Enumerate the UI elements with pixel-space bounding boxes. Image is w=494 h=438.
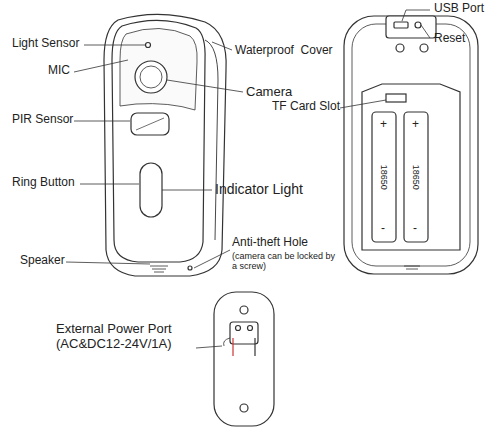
leader-line — [196, 346, 222, 348]
reset-hole — [415, 22, 421, 28]
part-label: USB Port — [434, 2, 484, 16]
part-label: TF Card Slot — [272, 100, 340, 114]
pir-window — [131, 113, 169, 135]
tf-card-slot — [386, 94, 406, 102]
screw-hole — [240, 404, 248, 412]
speaker-grille — [404, 266, 420, 269]
part-label: Ring Button — [12, 176, 75, 190]
part-label: Speaker — [20, 254, 65, 268]
leader-line — [224, 338, 230, 346]
power-terminal — [230, 322, 258, 344]
part-label: Reset — [434, 32, 465, 46]
part-label: Camera — [246, 85, 292, 100]
polarity-mark: + — [380, 118, 387, 132]
camera-ring — [140, 66, 162, 88]
part-label: External Power Port (AC&DC12-24V/1A) — [56, 322, 196, 352]
polarity-mark: + — [412, 118, 419, 132]
light-sensor — [146, 43, 151, 48]
cover-edge — [205, 40, 218, 240]
pir-shine — [136, 118, 164, 130]
screw-hole — [240, 306, 248, 314]
leader-lines — [340, 10, 430, 108]
speaker-grille — [150, 266, 168, 272]
part-label: Waterproof Cover — [235, 44, 333, 58]
polarity-mark: - — [381, 222, 385, 236]
ring-button — [140, 163, 162, 217]
terminal-screw — [236, 326, 241, 331]
polarity-mark: - — [413, 222, 417, 236]
battery-compartment — [362, 84, 460, 250]
black-wire — [254, 338, 255, 356]
back-rim — [352, 24, 470, 266]
anti-theft-hole — [188, 266, 192, 270]
battery — [372, 112, 396, 242]
housing-outline — [104, 14, 226, 276]
red-wire — [232, 338, 233, 356]
camera-lens — [135, 61, 167, 93]
back-housing — [344, 16, 478, 274]
battery-label: 18650 — [379, 164, 389, 189]
part-label: Light Sensor — [12, 37, 79, 51]
part-label: MIC — [48, 64, 70, 78]
leader-lines — [66, 42, 243, 268]
part-label: Indicator Light — [215, 181, 303, 197]
top-panel — [120, 28, 197, 110]
battery-label: 18650 — [411, 164, 421, 189]
screw — [396, 44, 404, 52]
screw — [420, 44, 428, 52]
battery — [404, 112, 428, 242]
port-cover — [386, 16, 436, 38]
terminal-screw — [248, 326, 253, 331]
usb-port — [394, 22, 408, 28]
mounting-plate — [214, 292, 274, 426]
note-text: (camera can be locked by a screw) — [232, 251, 342, 272]
part-label: PIR Sensor — [12, 113, 73, 127]
front-face — [112, 20, 205, 262]
part-label: Anti-theft Hole — [232, 236, 308, 250]
